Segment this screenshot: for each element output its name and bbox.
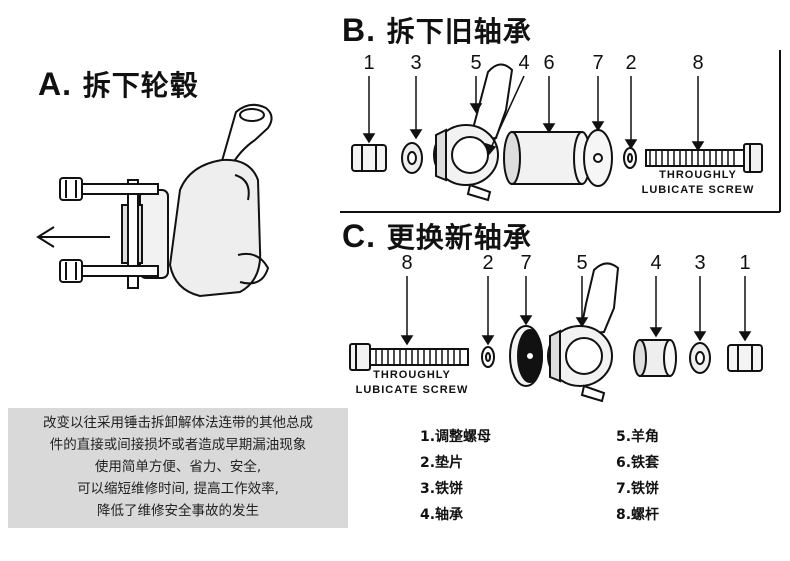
description-line-1: 改变以往采用锤击拆卸解体法连带的其他总成 <box>43 415 313 431</box>
adjusting-nut-b <box>351 144 387 172</box>
section-c-parts <box>349 262 763 403</box>
section-a-letter: A. <box>38 66 72 102</box>
section-a-title-text: 拆下轮毂 <box>82 69 199 102</box>
section-c-screw-caption: THROUGHLY LUBICATE SCREW <box>352 368 472 398</box>
section-b-caption-line2: LUBICATE SCREW <box>641 184 755 196</box>
legend-item-4: 4.轴承 <box>420 507 464 523</box>
legend-item-1: 1.调整螺母 <box>420 429 492 445</box>
bearing-c <box>633 339 677 377</box>
iron-disc-c7 <box>509 325 543 387</box>
hub-puller-illustration <box>59 103 273 298</box>
steering-knuckle-b <box>433 63 514 202</box>
legend-item-5: 5.羊角 <box>616 429 660 445</box>
section-b-leaders <box>362 75 705 156</box>
part-number-b-1: 1 <box>363 52 375 74</box>
description-line-2: 件的直接或间接损坏或者造成早期漏油现象 <box>49 437 307 453</box>
part-number-b-6: 6 <box>543 52 555 74</box>
part-number-c-7: 7 <box>520 252 532 274</box>
part-number-b-2: 2 <box>625 52 637 74</box>
washer-c <box>481 346 495 368</box>
part-number-c-1: 1 <box>739 252 751 274</box>
iron-disc-c3 <box>689 342 711 374</box>
part-number-b-7: 7 <box>592 52 604 74</box>
legend-item-6: 6.铁套 <box>616 455 660 471</box>
description-line-4: 可以缩短维修时间, 提高工作效率, <box>77 481 279 497</box>
legend-item-3: 3.铁饼 <box>420 481 464 497</box>
section-b-caption-line1: THROUGHLY <box>659 169 737 181</box>
part-number-c-4: 4 <box>650 252 662 274</box>
section-b-parts <box>351 63 763 202</box>
section-c-title: C. 更换新轴承 <box>342 216 532 256</box>
description-box: 改变以往采用锤击拆卸解体法连带的其他总成 件的直接或间接损坏或者造成早期漏油现象… <box>8 408 348 528</box>
description-line-5: 降低了维修安全事故的发生 <box>97 503 259 519</box>
description-line-3: 使用简单方便、省力、安全, <box>94 459 262 475</box>
part-number-b-3: 3 <box>410 52 422 74</box>
part-number-b-4: 4 <box>518 52 530 74</box>
section-b-title-text: 拆下旧轴承 <box>386 15 532 48</box>
section-a-title: A. 拆下轮毂 <box>38 64 199 104</box>
part-number-b-8: 8 <box>692 52 704 74</box>
section-b-screw-caption: THROUGHLY LUBICATE SCREW <box>638 168 758 198</box>
part-number-c-5: 5 <box>576 252 588 274</box>
legend-right-column: 5.羊角 6.铁套 7.铁饼 8.螺杆 <box>616 426 659 530</box>
iron-disc-b7 <box>583 129 613 187</box>
legend-item-8: 8.螺杆 <box>616 507 660 523</box>
washer-b <box>623 147 637 169</box>
part-number-c-3: 3 <box>694 252 706 274</box>
legend-item-7: 7.铁饼 <box>616 481 660 497</box>
section-c-title-text: 更换新轴承 <box>386 221 532 254</box>
iron-disc-b3 <box>401 142 423 174</box>
adjusting-nut-c <box>727 344 763 372</box>
screw-c <box>349 343 469 371</box>
part-number-b-5: 5 <box>470 52 482 74</box>
legend-left-column: 1.调整螺母 2.垫片 3.铁饼 4.轴承 <box>420 426 491 530</box>
section-b-letter: B. <box>342 12 376 48</box>
iron-sleeve-b <box>503 131 591 185</box>
removal-direction-arrow <box>36 226 110 248</box>
section-c-letter: C. <box>342 218 376 254</box>
steering-knuckle-c <box>547 262 620 403</box>
part-number-c-2: 2 <box>482 252 494 274</box>
section-c-caption-line2: LUBICATE SCREW <box>355 384 469 396</box>
section-c-leaders <box>400 276 752 346</box>
section-b-title: B. 拆下旧轴承 <box>342 10 532 50</box>
section-c-caption-line1: THROUGHLY <box>373 369 451 381</box>
legend-item-2: 2.垫片 <box>420 455 464 471</box>
screw-b <box>645 143 763 173</box>
part-number-c-8: 8 <box>401 252 413 274</box>
